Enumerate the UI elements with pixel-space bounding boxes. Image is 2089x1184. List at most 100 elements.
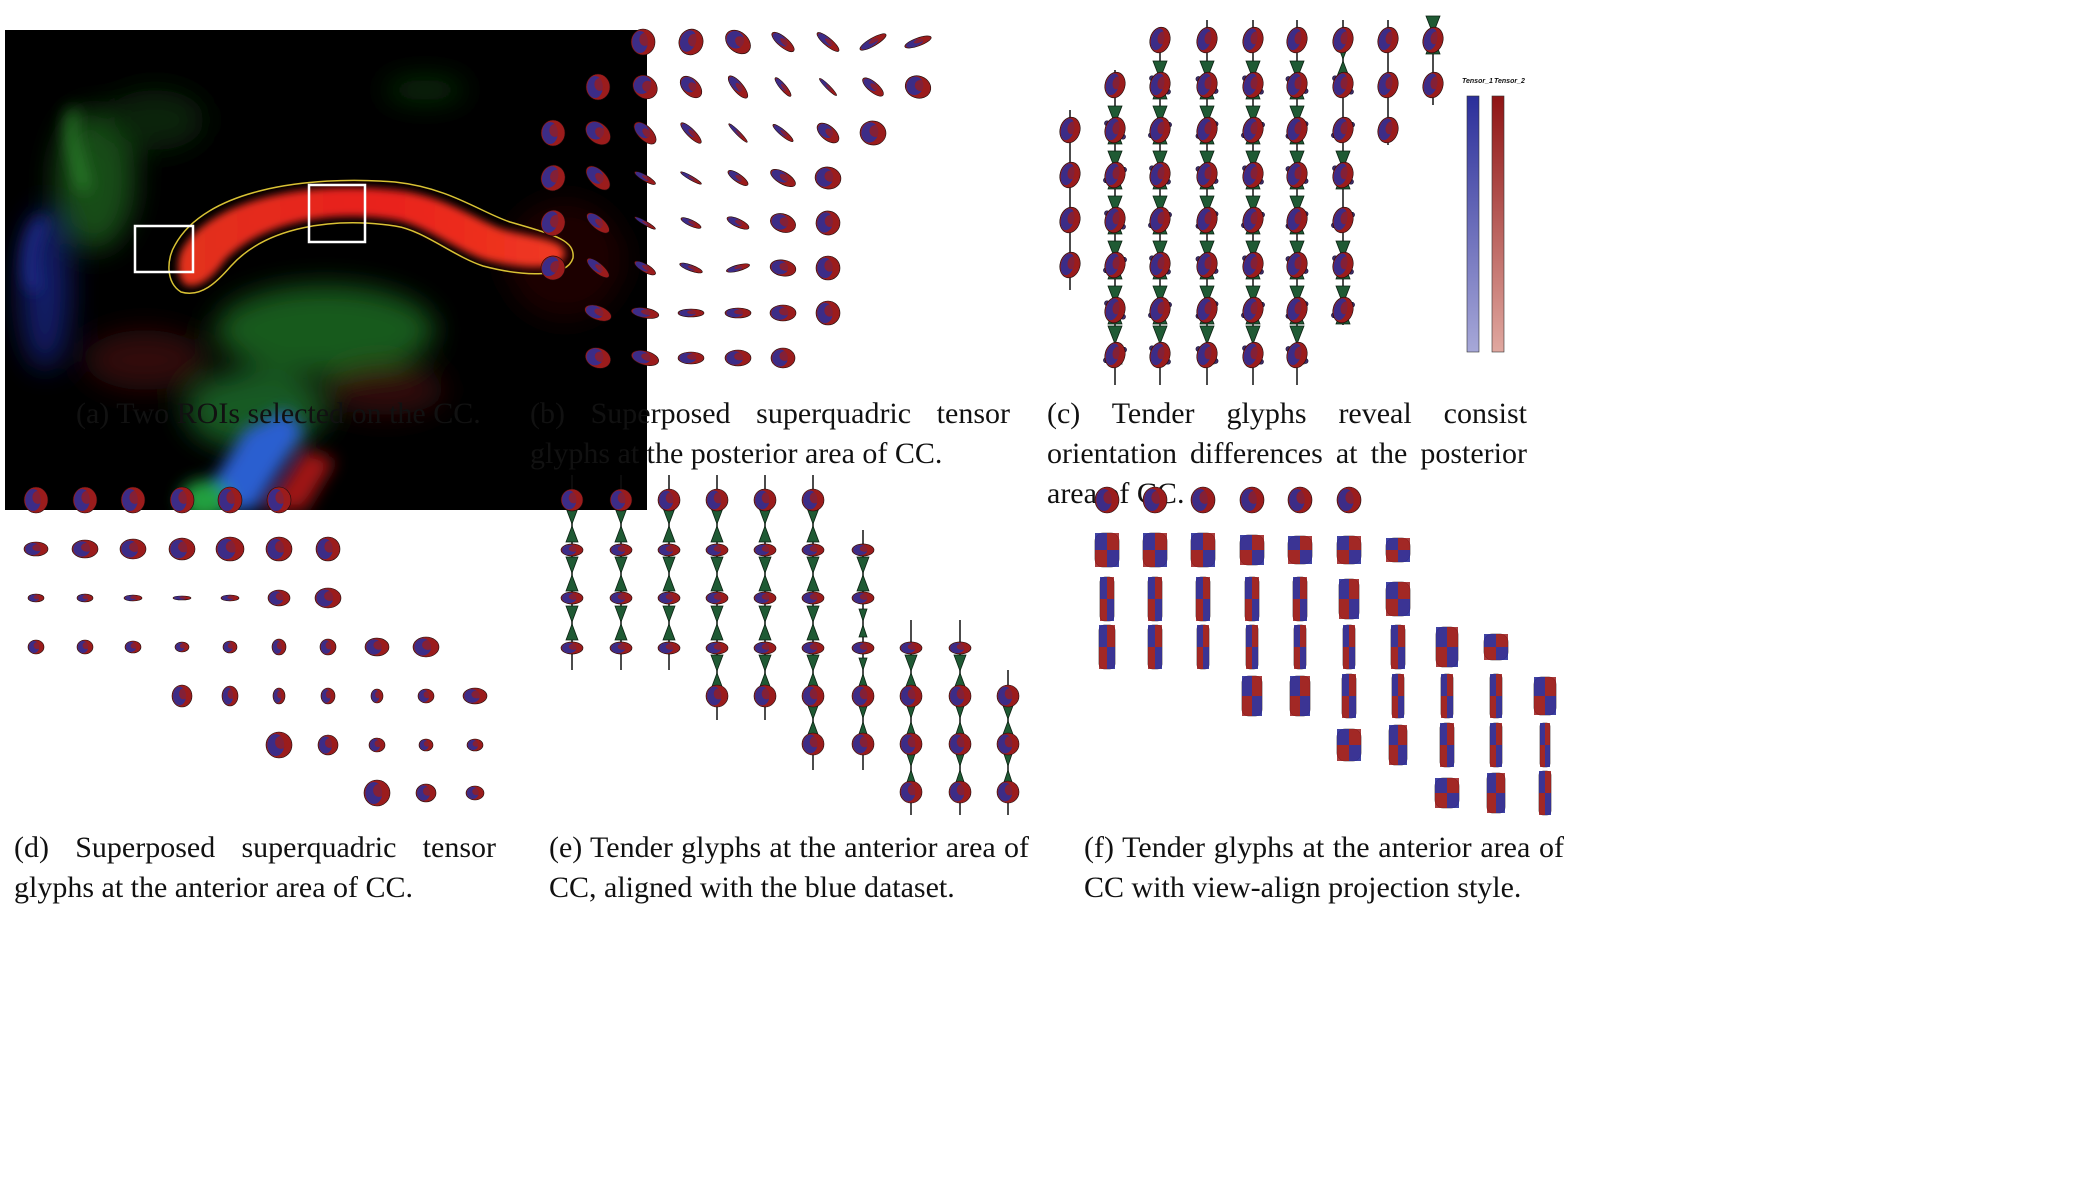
tender-glyph — [948, 641, 972, 655]
view-aligned-glyph — [1435, 626, 1459, 668]
view-aligned-glyph — [1336, 728, 1362, 762]
superquadric-glyph — [124, 640, 142, 654]
superquadric-glyph — [904, 75, 932, 99]
superquadric-glyph — [679, 262, 703, 274]
view-aligned-glyph — [1195, 576, 1211, 622]
tender-cone — [955, 753, 965, 768]
tender-glyph — [609, 641, 633, 655]
tender-cone — [758, 524, 772, 543]
tender-glyph — [801, 684, 825, 708]
superquadric-glyph — [72, 486, 98, 514]
superquadric-glyph — [769, 304, 797, 322]
tender-cone — [1199, 195, 1215, 216]
tender-cone — [758, 654, 772, 673]
tender-cone — [758, 556, 772, 575]
superquadric-glyph — [23, 541, 49, 557]
tender-glyph — [609, 488, 633, 512]
superquadric-glyph — [27, 639, 45, 655]
superquadric-glyph — [265, 536, 293, 562]
tender-glyph — [1242, 206, 1264, 234]
superquadric-glyph — [465, 785, 485, 801]
tender-cone — [906, 705, 916, 720]
tender-cone — [1152, 195, 1168, 216]
tender-glyph — [948, 684, 972, 708]
tender-glyph — [560, 641, 584, 655]
panel-f-view-align-glyphs — [1080, 475, 1580, 820]
tender-cone — [1199, 240, 1215, 261]
superquadric-glyph — [904, 35, 932, 49]
tender-glyph — [1196, 116, 1218, 144]
superquadric-glyph — [172, 595, 192, 601]
tender-glyph — [899, 780, 923, 804]
caption-e: (e) Tender glyphs at the anterior area o… — [549, 831, 1029, 904]
tender-cone — [710, 573, 724, 592]
view-aligned-glyph — [1539, 722, 1551, 768]
tender-glyph — [560, 488, 584, 512]
superquadric-glyph — [770, 168, 796, 188]
superquadric-glyph — [314, 587, 342, 609]
view-aligned-glyph — [1099, 576, 1115, 622]
tender-cone — [614, 556, 628, 575]
superquadric-glyph — [585, 73, 611, 101]
tender-glyph — [1242, 296, 1264, 324]
tender-cone — [662, 622, 676, 641]
superquadric-glyph — [266, 486, 292, 514]
tender-glyph — [1104, 71, 1126, 99]
superquadric-glyph — [315, 536, 341, 562]
tender-glyph — [1149, 206, 1171, 234]
superquadric-glyph — [727, 170, 749, 186]
view-aligned-glyph — [1094, 486, 1120, 514]
tender-cone — [1335, 285, 1351, 306]
tender-cone — [1289, 285, 1305, 306]
tender-cone — [710, 622, 724, 641]
tender-glyph — [609, 591, 633, 605]
tender-cone — [1245, 325, 1261, 346]
tender-cone — [806, 573, 820, 592]
superquadric-glyph — [634, 171, 656, 185]
tender-cone — [1152, 105, 1168, 126]
tender-cone — [758, 605, 772, 624]
superquadric-glyph — [220, 594, 240, 602]
tender-cone — [1107, 240, 1123, 261]
view-aligned-glyph — [1486, 772, 1506, 814]
tender-cone — [806, 556, 820, 575]
tender-glyph — [657, 641, 681, 655]
tender-glyph — [1377, 116, 1399, 144]
tender-glyph — [1286, 26, 1308, 54]
tender-glyph — [1332, 116, 1354, 144]
superquadric-glyph — [585, 120, 611, 146]
view-aligned-glyph — [1098, 624, 1116, 670]
tender-cone — [1152, 60, 1168, 81]
tender-cone — [1289, 240, 1305, 261]
tender-glyph — [753, 684, 777, 708]
tender-glyph — [1377, 26, 1399, 54]
tender-glyph — [948, 780, 972, 804]
tender-glyph — [1422, 26, 1444, 54]
tender-cone — [662, 524, 676, 543]
superquadric-glyph — [819, 78, 837, 96]
view-aligned-glyph — [1244, 576, 1260, 622]
superquadric-glyph — [320, 687, 336, 705]
glyph-field-e — [560, 475, 1020, 815]
legend-label-tensor2: Tensor_2 — [1494, 78, 1525, 85]
tender-cone — [1003, 768, 1013, 783]
tender-glyph — [609, 543, 633, 557]
superquadric-glyph — [76, 593, 94, 603]
glyph-field-c — [1059, 15, 1444, 385]
tender-cone — [1245, 150, 1261, 171]
view-aligned-glyph — [1538, 770, 1552, 816]
superquadric-glyph — [771, 31, 795, 53]
tender-glyph — [1104, 116, 1126, 144]
superquadric-glyph — [862, 77, 884, 97]
colorbar-tensor1 — [1466, 95, 1480, 353]
tender-cone — [955, 768, 965, 783]
tender-glyph — [1286, 296, 1308, 324]
tender-cone — [856, 556, 870, 575]
tender-cone — [614, 524, 628, 543]
view-aligned-glyph — [1336, 535, 1362, 565]
tender-cone — [806, 622, 820, 641]
tender-cone — [858, 657, 868, 672]
superquadric-glyph — [677, 308, 705, 318]
superquadric-glyph — [859, 33, 887, 51]
caption-f: (f) Tender glyphs at the anterior area o… — [1084, 831, 1564, 904]
